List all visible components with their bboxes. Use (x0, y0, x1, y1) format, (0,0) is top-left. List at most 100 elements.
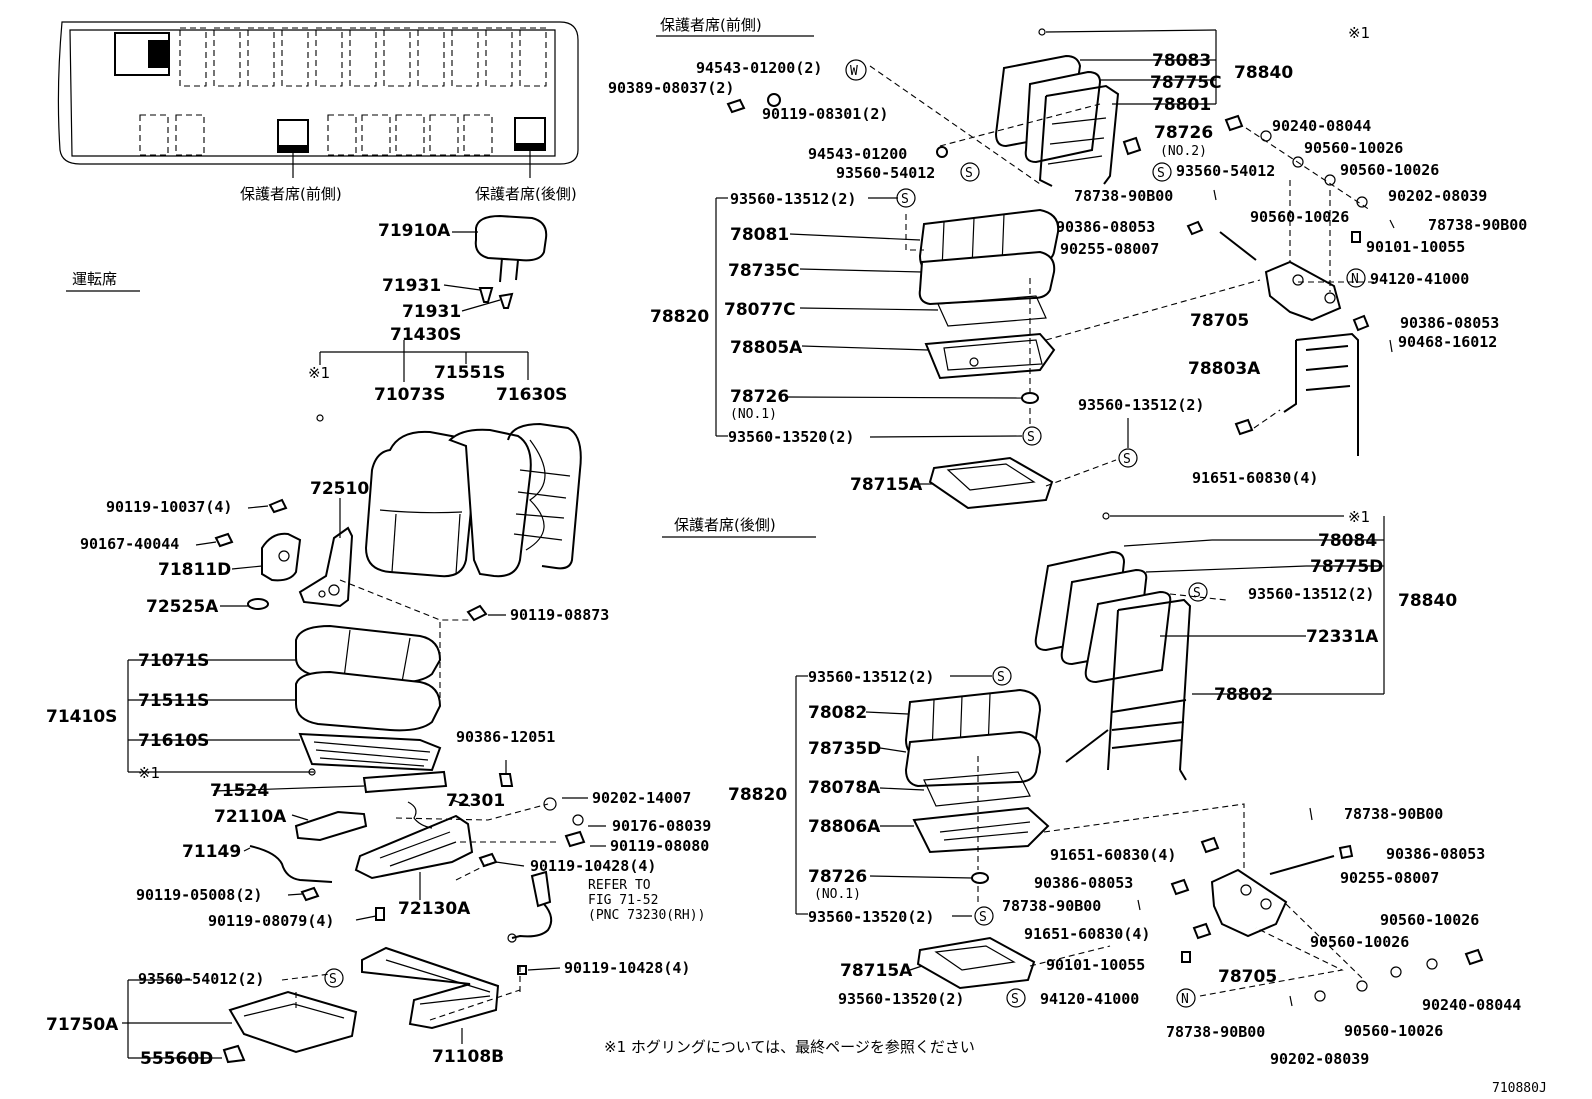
front-label-94543-01200: 94543-01200 (808, 145, 907, 163)
front-label-78705: 78705 (1190, 311, 1249, 331)
label-mark1-a: ※1 (308, 364, 330, 382)
seat-track (354, 814, 474, 880)
label-71910A: 71910A (378, 221, 451, 241)
front-label-78726-b: 78726 (730, 387, 789, 407)
front-label-90119-08301: 90119-08301(2) (762, 105, 888, 123)
rear-label-mark1: ※1 (1348, 508, 1370, 526)
driver-seat-assembly (127, 214, 606, 1064)
adjuster-wire (249, 845, 333, 883)
front-label-90240-08044: 90240-08044 (1272, 117, 1371, 135)
rear-s-mark-2: S (997, 670, 1005, 685)
front-base-plate (928, 456, 1054, 510)
rear-label-90202-08039: 90202-08039 (1270, 1050, 1369, 1068)
label-90386-12051: 90386-12051 (456, 728, 555, 746)
front-label-78775C: 78775C (1150, 73, 1222, 93)
headrest (474, 214, 548, 262)
rear-label-78738-90B00-b: 78738-90B00 (1002, 897, 1101, 915)
front-backrest-frame (1038, 84, 1120, 187)
front-cushion-pad (918, 250, 1056, 306)
front-label-93560-13512: 93560-13512(2) (730, 190, 856, 208)
label-71524: 71524 (210, 781, 269, 801)
rear-label-90560-10026-b: 90560-10026 (1310, 933, 1409, 951)
label-72525A: 72525A (146, 597, 219, 617)
label-72110A: 72110A (214, 807, 287, 827)
label-71610S: 71610S (138, 731, 209, 751)
label-55560D: 55560D (140, 1049, 213, 1069)
label-71430S: 71430S (390, 325, 461, 345)
rear-label-78726: 78726 (808, 867, 867, 887)
rear-seat-leg-bracket (1210, 868, 1288, 938)
front-s-mark-5: S (1123, 452, 1131, 467)
label-mark1-b: ※1 (138, 764, 160, 782)
front-label-94120-41000: 94120-41000 (1370, 270, 1469, 288)
rear-cushion-bumper (971, 872, 989, 884)
label-90167-40044: 90167-40044 (80, 535, 179, 553)
label-71931-b: 71931 (402, 302, 461, 322)
label-71410S: 71410S (46, 707, 117, 727)
label-71931-a: 71931 (382, 276, 441, 296)
front-label-78840: 78840 (1234, 63, 1293, 83)
label-90119-08873: 90119-08873 (510, 606, 609, 624)
rear-s-mark-4: S (1011, 992, 1019, 1007)
front-label-91651-60830: 91651-60830(4) (1192, 469, 1318, 487)
label-90119-08079: 90119-08079(4) (208, 912, 334, 930)
front-seat-leg-bracket (1264, 260, 1342, 322)
front-seat-leg-frame (1283, 332, 1359, 456)
seatback-pad (448, 428, 532, 578)
seatback-cover (364, 430, 476, 578)
rear-label-93560-13512-a: 93560-13512(2) (1248, 585, 1374, 603)
seat-base-cover (228, 990, 358, 1054)
return-spring (407, 801, 433, 829)
rear-backrest-frame (1107, 598, 1192, 771)
ref-note-line2: FIG 71-52 (588, 893, 658, 908)
rear-label-78738-90B00-a: 78738-90B00 (1344, 805, 1443, 823)
rear-label-78840: 78840 (1398, 591, 1457, 611)
front-label-78715A: 78715A (850, 475, 923, 495)
base-clip (222, 1044, 246, 1064)
rear-label-78735D: 78735D (808, 739, 881, 759)
label-72130A: 72130A (398, 899, 471, 919)
rear-label-90386-08053-a: 90386-08053 (1386, 845, 1485, 863)
w-mark: W (850, 64, 858, 79)
front-label-78083: 78083 (1152, 51, 1211, 71)
rear-label-93560-13512-b: 93560-13512(2) (808, 668, 934, 686)
label-71071S: 71071S (138, 651, 209, 671)
front-label-90468-16012: 90468-16012 (1398, 333, 1497, 351)
front-label-90202-08039: 90202-08039 (1388, 187, 1487, 205)
label-71511S: 71511S (138, 691, 209, 711)
label-71811D: 71811D (158, 560, 231, 580)
rear-label-78715A: 78715A (840, 961, 913, 981)
recliner-knob (247, 598, 269, 610)
rear-cushion-pad (904, 730, 1042, 788)
guardian-front-seat-assembly (715, 28, 1395, 510)
rear-backrest-board (1084, 590, 1172, 684)
front-label-90386-08053-a: 90386-08053 (1056, 218, 1155, 236)
label-71149: 71149 (182, 842, 241, 862)
s-mark-circle (324, 968, 344, 988)
label-72301: 72301 (446, 791, 505, 811)
label-71551S: 71551S (434, 363, 505, 383)
front-label-94543-01200-2: 94543-01200(2) (696, 59, 822, 77)
headrest-guide-1 (478, 287, 494, 303)
rear-label-90560-10026-a: 90560-10026 (1380, 911, 1479, 929)
rear-label-90386-08053-b: 90386-08053 (1034, 874, 1133, 892)
front-label-93560-54012-a: 93560-54012 (836, 164, 935, 182)
front-label-mark1: ※1 (1348, 24, 1370, 42)
label-71073S: 71073S (374, 385, 445, 405)
rear-label-91651-60830-a: 91651-60830(4) (1050, 846, 1176, 864)
front-label-93560-13520: 93560-13520(2) (728, 428, 854, 446)
seatbelt-buckle (530, 870, 552, 908)
rear-s-mark-3: S (979, 910, 987, 925)
rear-label-91651-60830-b: 91651-60830(4) (1024, 925, 1150, 943)
front-s-mark-1: S (965, 166, 973, 181)
front-label-78738-90B00-a: 78738-90B00 (1074, 187, 1173, 205)
label-90202-14007: 90202-14007 (592, 789, 691, 807)
guardian-rear-seat-assembly (795, 512, 1484, 1007)
rear-label-78802: 78802 (1214, 685, 1273, 705)
section-title-guardian-rear: 保護者席(後側) (674, 516, 776, 534)
rear-label-78738-90B00-c: 78738-90B00 (1166, 1023, 1265, 1041)
rear-label-90101-10055: 90101-10055 (1046, 956, 1145, 974)
front-label-90560-10026-c: 90560-10026 (1250, 208, 1349, 226)
front-cushion-frame (924, 332, 1056, 380)
